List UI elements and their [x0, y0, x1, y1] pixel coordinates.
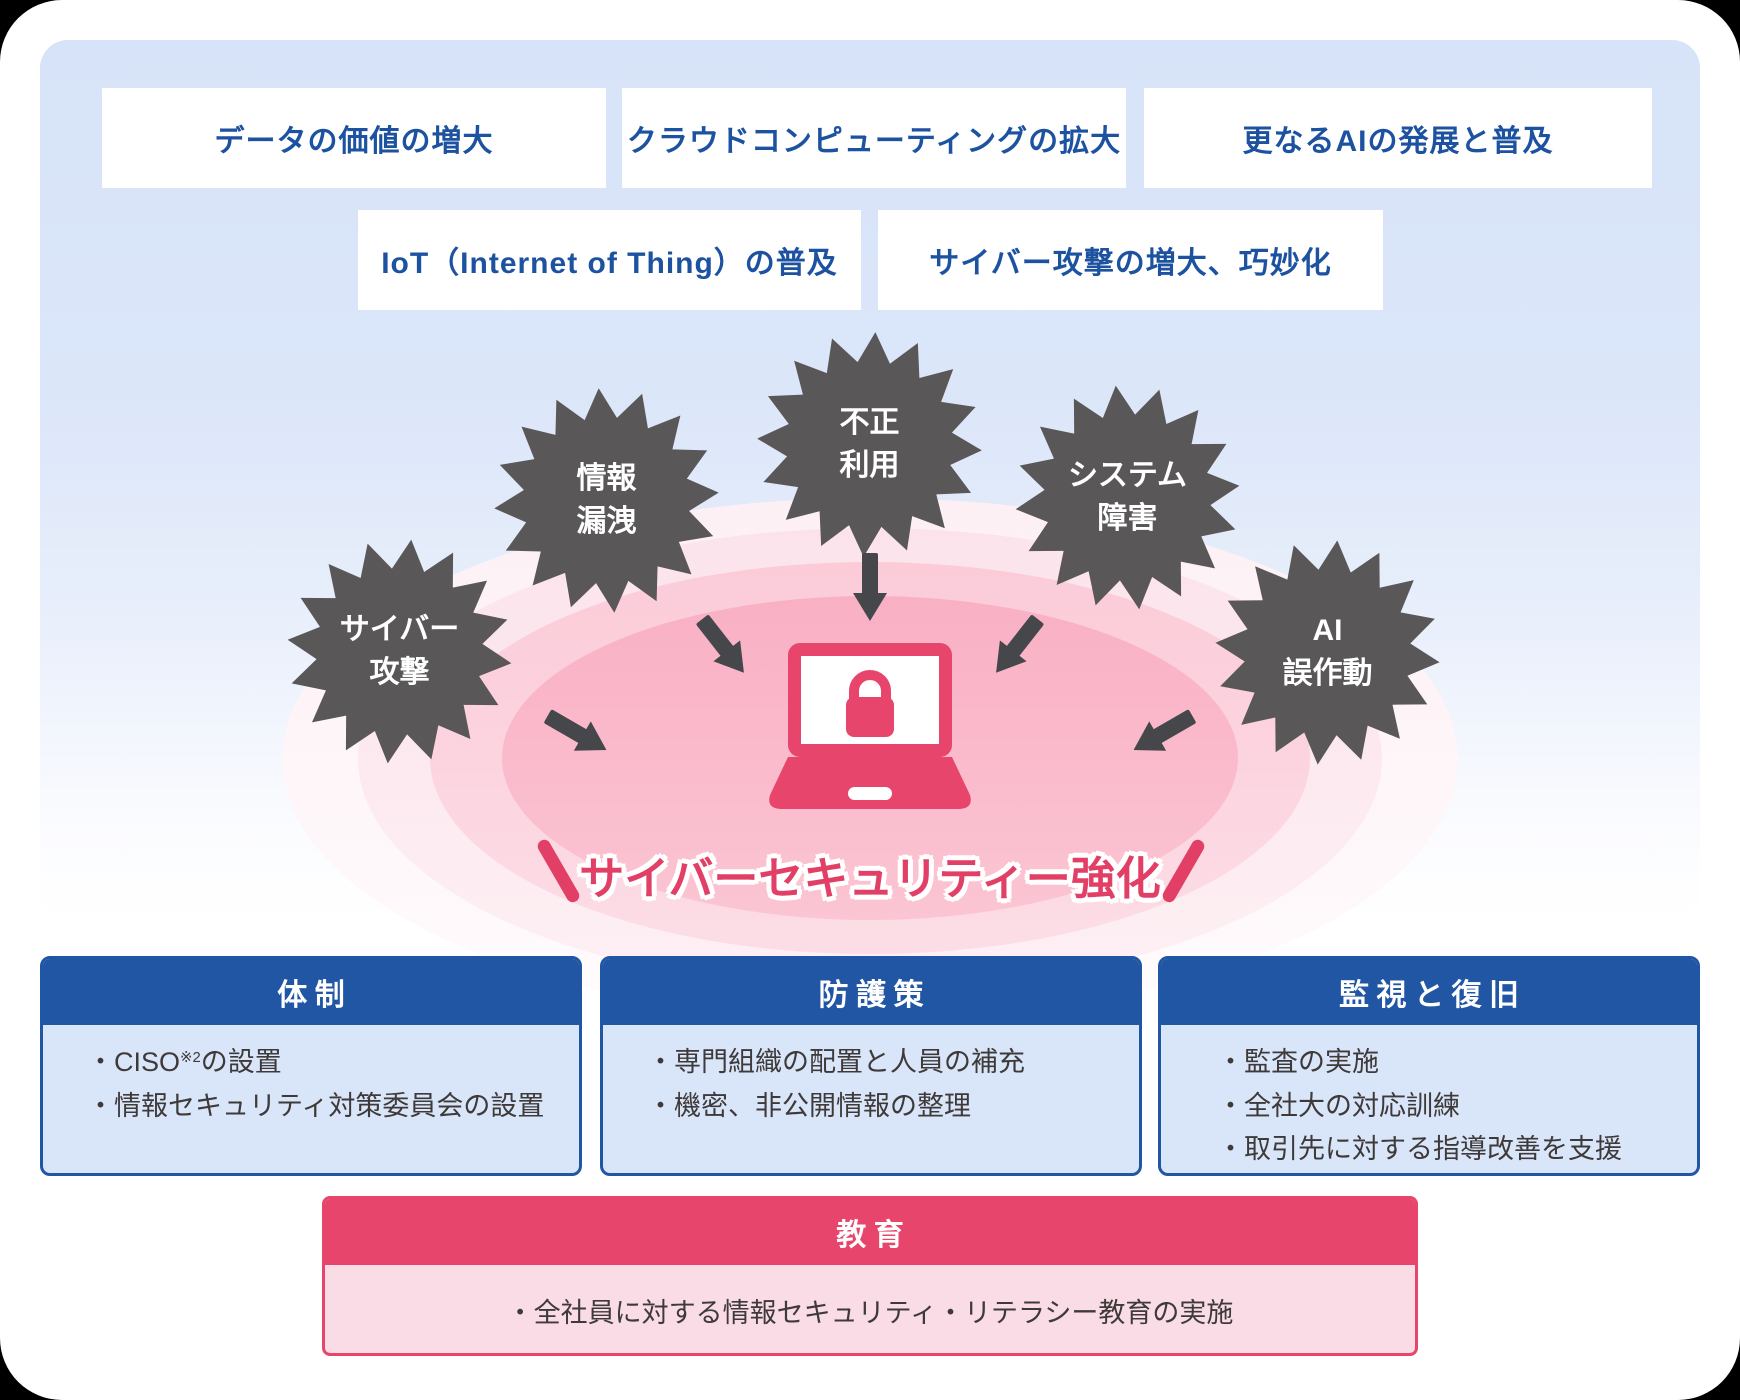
factor-card-data-value: データの価値の増大 [102, 88, 606, 188]
measure-box-body: ・CISO※2の設置 ・情報セキュリティ対策委員会の設置 [43, 1025, 579, 1128]
threat-burst-unauthorized-use: 不正 利用 [757, 332, 982, 557]
laptop-notch [848, 787, 892, 800]
factor-card-cyber-attack-growth: サイバー攻撃の増大、巧妙化 [878, 210, 1383, 310]
bullet-text: の設置 [200, 1047, 282, 1077]
bullet-text: ・CISO [87, 1047, 181, 1077]
threat-label-line: システム [1067, 458, 1188, 492]
education-box-header: 教育 [325, 1199, 1415, 1265]
factor-label: クラウドコンピューティングの拡大 [626, 125, 1122, 158]
threat-burst-info-leak: 情報 漏洩 [494, 388, 719, 613]
education-box: 教育 ・全社員に対する情報セキュリティ・リテラシー教育の実施 [322, 1196, 1418, 1356]
factor-card-ai: 更なるAIの発展と普及 [1144, 88, 1652, 188]
threat-burst-cyber-attack: サイバー 攻撃 [287, 539, 512, 764]
threat-label-line: サイバー [339, 612, 460, 646]
factor-label: サイバー攻撃の増大、巧妙化 [929, 247, 1332, 280]
impact-arrow-icon [853, 553, 887, 621]
threat-label-line: 不正 [839, 405, 900, 439]
threat-burst-system-failure: システム 障害 [1015, 385, 1240, 610]
threat-label-line: 攻撃 [369, 655, 430, 689]
education-box-body: ・全社員に対する情報セキュリティ・リテラシー教育の実施 [325, 1265, 1415, 1353]
factor-card-cloud: クラウドコンピューティングの拡大 [622, 88, 1126, 188]
factor-label: データの価値の増大 [214, 125, 494, 158]
bullet-item: ・取引先に対する指導改善を支援 [1217, 1134, 1622, 1165]
measure-box-protection: 防護策 ・専門組織の配置と人員の補充 ・機密、非公開情報の整理 [600, 956, 1142, 1176]
measure-box-body: ・専門組織の配置と人員の補充 ・機密、非公開情報の整理 [603, 1025, 1139, 1128]
threat-label-line: 誤作動 [1282, 656, 1373, 690]
threat-label-line: 漏洩 [576, 504, 637, 538]
threat-label-line: 情報 [576, 461, 637, 495]
footnote-marker: ※2 [180, 1050, 201, 1066]
laptop-base [769, 757, 971, 809]
bullet-item: ・CISO※2の設置 [87, 1041, 567, 1085]
threat-burst-ai-malfunction: AI 誤作動 [1215, 540, 1440, 765]
measure-box-body: ・監査の実施 ・全社大の対応訓練 ・取引先に対する指導改善を支援 [1161, 1025, 1697, 1172]
bullet-item: ・監査の実施 [1217, 1047, 1379, 1077]
measure-box-monitoring-recovery: 監視と復旧 ・監査の実施 ・全社大の対応訓練 ・取引先に対する指導改善を支援 [1158, 956, 1700, 1176]
measure-box-header: 監視と復旧 [1161, 959, 1697, 1025]
measure-box-structure: 体制 ・CISO※2の設置 ・情報セキュリティ対策委員会の設置 [40, 956, 582, 1176]
laptop-lock-icon [769, 643, 971, 809]
measure-box-header: 体制 [43, 959, 579, 1025]
bullet-item: ・機密、非公開情報の整理 [647, 1090, 971, 1121]
measure-box-header: 防護策 [603, 959, 1139, 1025]
threat-label-line: 障害 [1097, 501, 1158, 535]
bullet-item: ・全社大の対応訓練 [1217, 1090, 1460, 1121]
factor-label: 更なるAIの発展と普及 [1242, 125, 1554, 158]
bullet-item: ・専門組織の配置と人員の補充 [647, 1047, 1025, 1077]
factor-card-iot: IoT（Internet of Thing）の普及 [358, 210, 861, 310]
catchcopy-title: サイバーセキュリティー強化 [579, 853, 1161, 904]
lock-body-icon [846, 697, 894, 737]
threat-label-line: 利用 [839, 448, 900, 482]
factor-label: IoT（Internet of Thing）の普及 [381, 247, 838, 280]
bullet-item: ・情報セキュリティ対策委員会の設置 [87, 1090, 545, 1121]
threat-label-line: AI [1312, 613, 1343, 647]
bullet-item: ・全社員に対する情報セキュリティ・リテラシー教育の実施 [506, 1298, 1234, 1328]
